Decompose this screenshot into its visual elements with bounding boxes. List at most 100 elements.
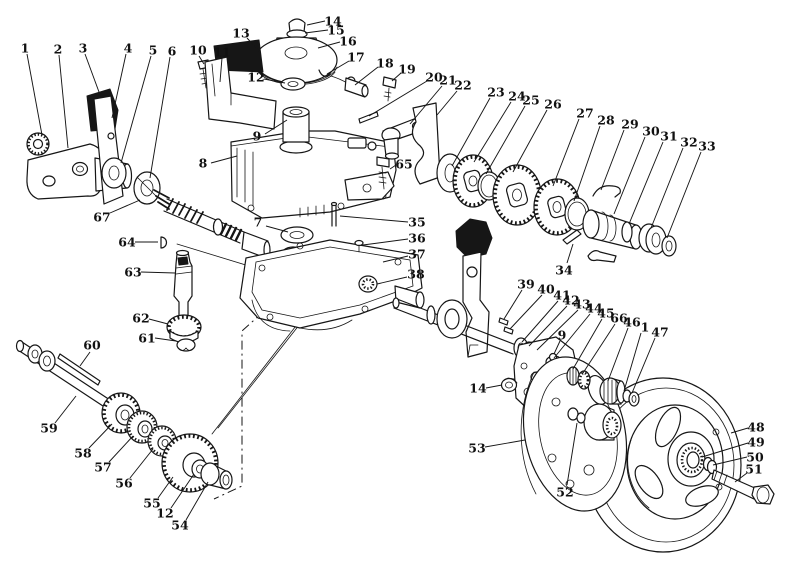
callout-label-6: 6 xyxy=(168,44,177,59)
callout-leader-12 xyxy=(170,473,195,509)
callout-label-18: 18 xyxy=(376,56,394,71)
countershaft-cluster xyxy=(15,339,233,493)
callout-leader-43 xyxy=(536,309,579,351)
part-pin-64 xyxy=(160,236,168,249)
part-pin-18 xyxy=(344,76,369,98)
part-shaft-59 xyxy=(15,339,111,409)
callout-label-31: 31 xyxy=(660,129,677,144)
callout-leader-19 xyxy=(391,72,402,82)
part-washer-7 xyxy=(280,226,314,244)
callout-label-23: 23 xyxy=(487,85,504,100)
callout-leader-32 xyxy=(650,147,684,229)
callout-leader-25 xyxy=(485,105,526,175)
engine-housing-assembly xyxy=(197,18,441,227)
adjuster-lever-assembly xyxy=(26,88,271,260)
part-bevel-washer-61 xyxy=(176,338,196,352)
callout-leader-58 xyxy=(88,423,113,449)
shift-lever-assembly xyxy=(455,218,493,358)
callout-leader-62 xyxy=(148,318,169,325)
part-bushing-54 xyxy=(200,462,233,490)
part-clip-29 xyxy=(592,185,621,198)
axle-assembly xyxy=(392,297,640,512)
callout-leader-50 xyxy=(712,456,748,466)
part-worm-shaft xyxy=(163,198,271,260)
callout-label-53: 53 xyxy=(468,441,485,456)
part-pin-20 xyxy=(358,111,379,124)
part-knurl-washer-45 xyxy=(566,366,580,386)
callout-label-9: 9 xyxy=(558,328,567,343)
part-pivot-washer xyxy=(436,299,468,339)
callout-leader-3 xyxy=(84,53,100,93)
callout-leader-65 xyxy=(389,164,397,170)
callout-leader-2 xyxy=(58,54,69,149)
callout-label-8: 8 xyxy=(199,156,208,171)
callout-leader-23 xyxy=(451,97,491,167)
callout-label-58: 58 xyxy=(74,446,92,461)
callout-leader-44 xyxy=(553,313,591,359)
part-pin-35 xyxy=(330,201,338,227)
callout-leader-20 xyxy=(368,80,428,117)
callout-leader-60 xyxy=(79,351,91,367)
part-hub-52 xyxy=(567,403,622,441)
callout-label-50: 50 xyxy=(746,450,764,465)
callout-label-27: 27 xyxy=(576,106,593,121)
callout-label-45: 45 xyxy=(597,306,614,321)
part-shift-arm xyxy=(462,251,490,358)
callout-label-15: 15 xyxy=(327,23,344,38)
callout-label-28: 28 xyxy=(597,113,615,128)
callout-label-42: 42 xyxy=(562,293,579,308)
callout-label-33: 33 xyxy=(698,139,715,154)
callout-leader-59 xyxy=(54,395,77,424)
callout-leader-41 xyxy=(521,300,559,343)
part-cylinder-31 xyxy=(621,221,633,243)
callout-label-59: 59 xyxy=(40,421,57,436)
callout-label-3: 3 xyxy=(79,41,88,56)
callout-label-30: 30 xyxy=(642,124,660,139)
callout-label-47: 47 xyxy=(651,325,668,340)
part-housing-8 xyxy=(230,130,397,219)
callout-leader-52 xyxy=(566,422,578,486)
part-key-40 xyxy=(503,326,514,335)
callout-leader-13 xyxy=(246,37,261,53)
callout-leader-51 xyxy=(734,472,748,483)
callout-label-44: 44 xyxy=(585,301,603,316)
callout-leader-57 xyxy=(108,435,134,463)
callout-label-56: 56 xyxy=(115,476,133,491)
callout-label-54: 54 xyxy=(171,518,189,533)
part-bushing-38 xyxy=(358,275,378,293)
callout-label-48: 48 xyxy=(747,420,765,435)
part-pin-36 xyxy=(354,239,364,253)
part-gear-26 xyxy=(492,164,542,226)
part-shaft-63 xyxy=(173,249,193,319)
callout-label-12: 12 xyxy=(247,70,264,85)
part-bracket-11 xyxy=(204,56,277,130)
callout-leader-33 xyxy=(666,151,702,239)
part-bracket-22 xyxy=(411,102,441,185)
callout-label-64: 64 xyxy=(118,235,136,250)
callout-leader-7 xyxy=(265,225,289,233)
callout-leader-1 xyxy=(623,332,642,392)
part-drum-30 xyxy=(582,209,643,250)
callout-label-19: 19 xyxy=(398,62,415,77)
part-knob xyxy=(26,132,50,156)
callout-leader-31 xyxy=(628,141,664,225)
callout-leader-18 xyxy=(354,66,379,86)
callout-label-25: 25 xyxy=(522,93,539,108)
callout-leader-16 xyxy=(317,41,341,49)
part-bolt-51 xyxy=(711,469,775,505)
callout-leader-14 xyxy=(485,384,503,389)
callout-leader-67 xyxy=(109,199,141,214)
callout-leader-35 xyxy=(339,215,409,223)
part-pinion-46 xyxy=(599,377,626,405)
callout-label-36: 36 xyxy=(408,231,426,246)
callout-label-2: 2 xyxy=(54,42,63,57)
part-key-60 xyxy=(57,353,101,386)
part-cup-washer xyxy=(133,171,161,205)
callout-leader-15 xyxy=(304,29,329,34)
callout-leader-11 xyxy=(219,57,223,83)
callout-leader-26 xyxy=(512,109,548,173)
part-bolt-19 xyxy=(382,76,397,102)
part-pulley xyxy=(254,36,338,86)
callout-label-26: 26 xyxy=(544,97,562,112)
part-pinion-62 xyxy=(166,314,202,344)
